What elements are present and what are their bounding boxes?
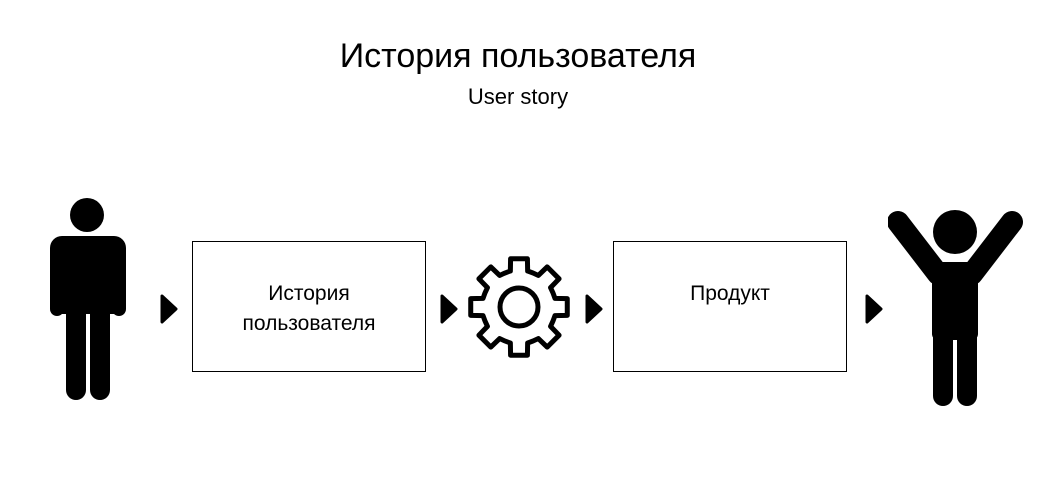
arrowhead-right-icon	[585, 294, 603, 324]
story-box-label: История пользователя	[193, 279, 425, 339]
story-box: История пользователя	[192, 241, 426, 372]
product-box: Продукт	[613, 241, 847, 372]
gear-icon	[468, 256, 570, 358]
diagram-title: История пользователя	[339, 37, 697, 75]
arrowhead-right-icon	[865, 294, 883, 324]
arrowhead-right-icon	[440, 294, 458, 324]
story-box-label-line1: История	[268, 282, 350, 305]
product-box-label: Продукт	[690, 282, 770, 305]
story-box-label-line2: пользователя	[242, 312, 376, 335]
arrowhead-right-icon	[160, 294, 178, 324]
person-standing-icon	[50, 198, 126, 400]
diagram-subtitle: User story	[467, 84, 569, 109]
person-arms-raised-icon	[888, 210, 1023, 406]
